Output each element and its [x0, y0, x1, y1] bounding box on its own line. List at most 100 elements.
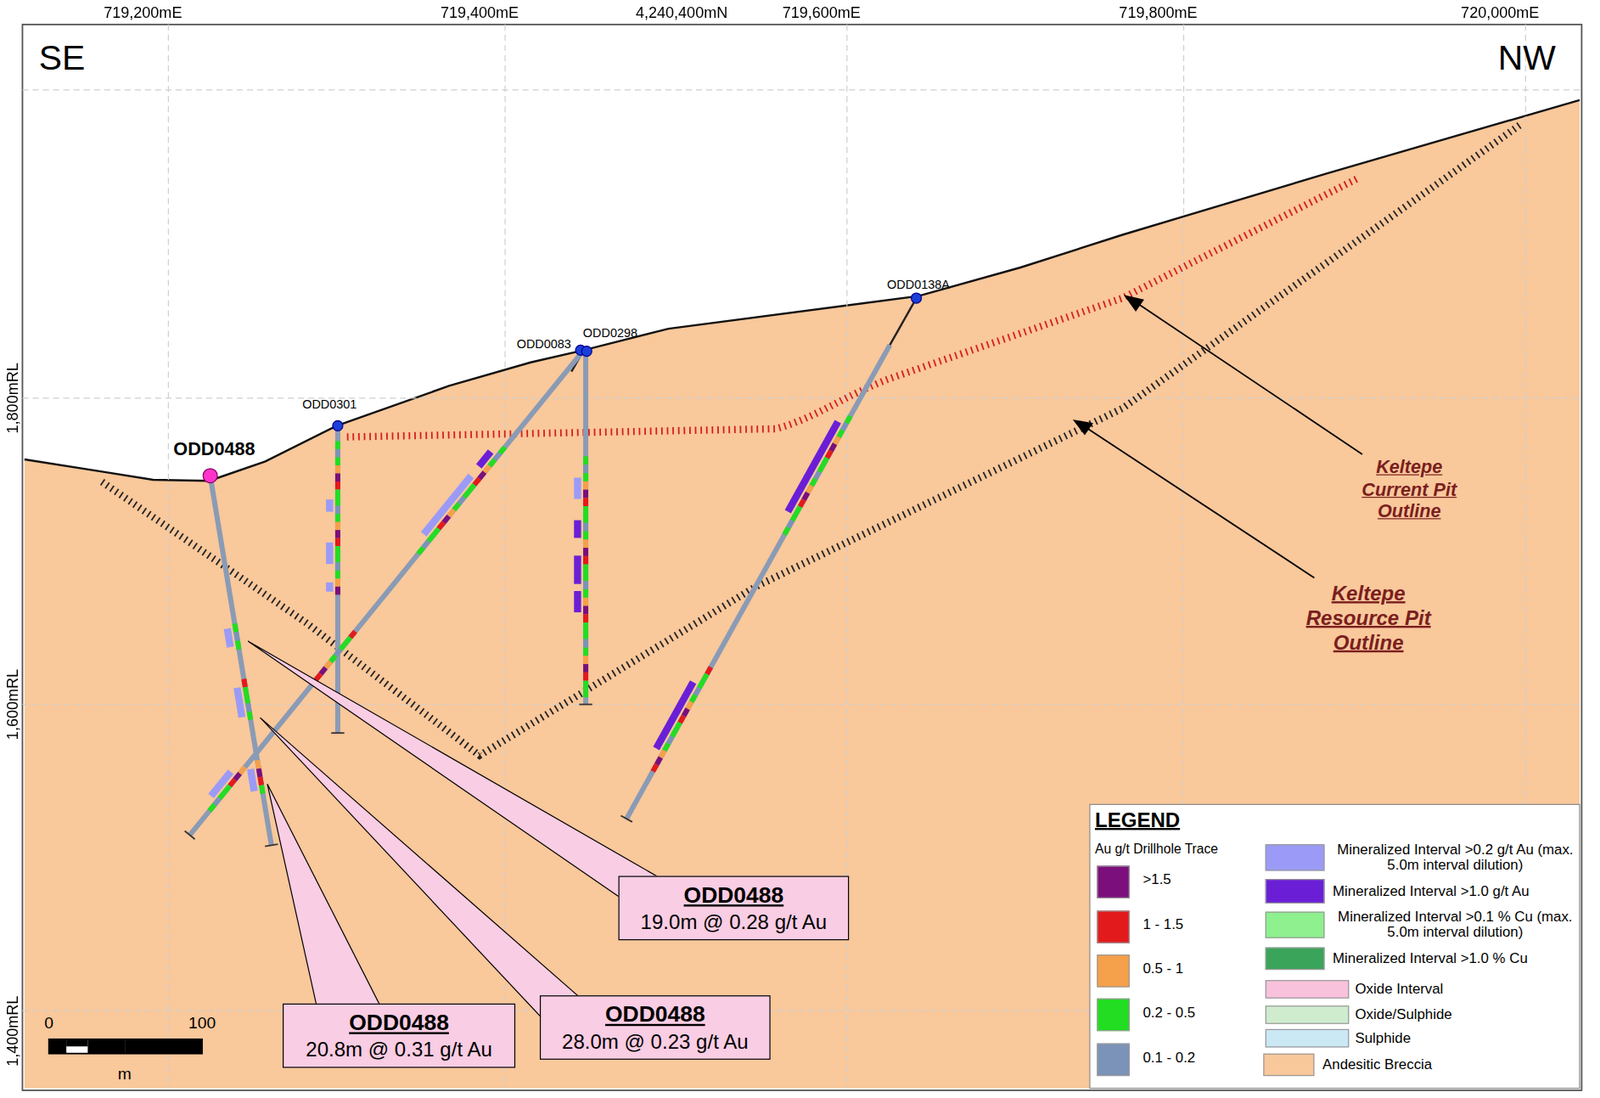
map-label: 719,400mE: [440, 5, 519, 23]
drill-trace: [210, 475, 272, 845]
assay-segment: [335, 489, 341, 499]
callout-leaders: [247, 640, 658, 1017]
assay-segment: [583, 606, 589, 615]
mineralized-interval: [573, 477, 581, 500]
assay-segment: [788, 520, 793, 528]
map-label: ODD0298: [583, 326, 638, 341]
assay-segment: [695, 687, 700, 695]
legend-text: Mineralized Interval >1.0 % Cu: [1332, 950, 1528, 967]
assay-segment: [583, 456, 589, 466]
assay-segment: [583, 663, 589, 673]
legend-text: Mineralized Interval >0.2 g/t Au (max. 5…: [1334, 841, 1576, 873]
mineralized-interval: [573, 555, 581, 584]
assay-segment: [240, 766, 246, 773]
assay-segment: [842, 422, 848, 430]
map-label: 100: [188, 1013, 216, 1032]
assay-segment: [803, 492, 809, 500]
collar-link: [889, 297, 916, 345]
map-label: m: [117, 1064, 132, 1083]
assay-segment: [679, 715, 685, 723]
map-label: 1,800mRL: [5, 362, 23, 433]
assay-segment: [237, 640, 240, 650]
assay-segment: [675, 722, 680, 730]
map-label: 719,800mE: [1118, 5, 1197, 23]
assay-segment: [261, 785, 264, 794]
assay-segment: [583, 680, 589, 690]
assay-segment: [479, 471, 485, 478]
assay-segment: [335, 561, 341, 571]
assay-segment: [249, 711, 252, 720]
drillholes: [185, 292, 922, 847]
mineralized-interval: [211, 771, 231, 797]
assay-segment: [664, 743, 669, 751]
assay-segment: [583, 555, 589, 565]
topography: [24, 100, 1580, 481]
current-pit-outline: [347, 178, 1358, 437]
legend-swatch: [1265, 1004, 1350, 1024]
mineralized-interval: [656, 681, 693, 748]
assay-segment: [335, 578, 341, 587]
assay-segment: [583, 564, 589, 573]
assay-segment: [428, 534, 434, 541]
map-label: 720,000mE: [1460, 5, 1539, 23]
assay-segment: [335, 522, 341, 531]
hole-end: [185, 830, 196, 840]
assay-segment: [826, 450, 831, 458]
assay-segment: [335, 570, 341, 579]
andesitic-breccia: [24, 100, 1580, 1089]
hole-end: [331, 731, 344, 734]
assay-segment: [335, 513, 341, 523]
mineralized-interval: [423, 475, 472, 534]
assay-segment: [707, 667, 712, 674]
map-label: LEGEND: [1094, 808, 1180, 831]
assay-segment: [684, 708, 689, 716]
assay-segment: [583, 531, 589, 540]
legend-swatch: [1096, 864, 1129, 898]
assay-segment: [335, 586, 341, 596]
assay-segment: [494, 453, 500, 460]
legend-swatch: [1265, 878, 1325, 904]
drill-trace: [583, 349, 589, 704]
assay-segment: [672, 729, 677, 736]
legend-swatch: [1096, 909, 1129, 943]
callout-title: ODD0488: [550, 999, 759, 1028]
legend-swatch: [1096, 998, 1129, 1031]
assay-segment: [335, 505, 341, 515]
assay-segment: [796, 506, 801, 514]
legend-swatch: [1265, 947, 1325, 970]
assay-segment: [583, 497, 589, 506]
assay-segment: [583, 505, 589, 515]
frame: [22, 24, 1582, 1090]
assay-segment: [583, 613, 589, 623]
collar: [332, 420, 343, 431]
map-label: Keltepe Current Pit Outline: [1342, 456, 1476, 523]
legend-swatch: [1265, 911, 1325, 938]
collar: [911, 292, 922, 304]
assay-segment: [214, 797, 220, 804]
legend-swatch: [1096, 954, 1129, 987]
assay-segment: [335, 649, 341, 656]
assay-segment: [433, 528, 439, 535]
assay-segment: [699, 680, 704, 688]
legend-text: 0.2 - 0.5: [1142, 1004, 1196, 1021]
assay-segment: [583, 646, 589, 656]
assay-segment: [345, 637, 351, 644]
assay-segment: [335, 465, 341, 474]
legend-text: Oxide Interval: [1355, 981, 1444, 998]
legend-swatch: [1265, 1028, 1350, 1048]
mineralized-interval: [250, 769, 254, 792]
assay-segment: [340, 643, 346, 650]
callout-title: ODD0488: [293, 1008, 505, 1037]
assay-segment: [784, 527, 789, 534]
assay-segment: [583, 472, 589, 482]
assay-segment: [423, 540, 429, 547]
assay-segment: [246, 695, 248, 704]
assay-segment: [258, 768, 261, 777]
assay-segment: [660, 750, 665, 758]
assay-segment: [583, 589, 589, 598]
map-label: ODD0301: [302, 398, 357, 412]
assay-segment: [656, 757, 662, 764]
map-label: ODD0083: [516, 337, 572, 352]
assay-segment: [335, 456, 341, 466]
map-label: Au g/t Drillhole Trace: [1094, 842, 1219, 857]
